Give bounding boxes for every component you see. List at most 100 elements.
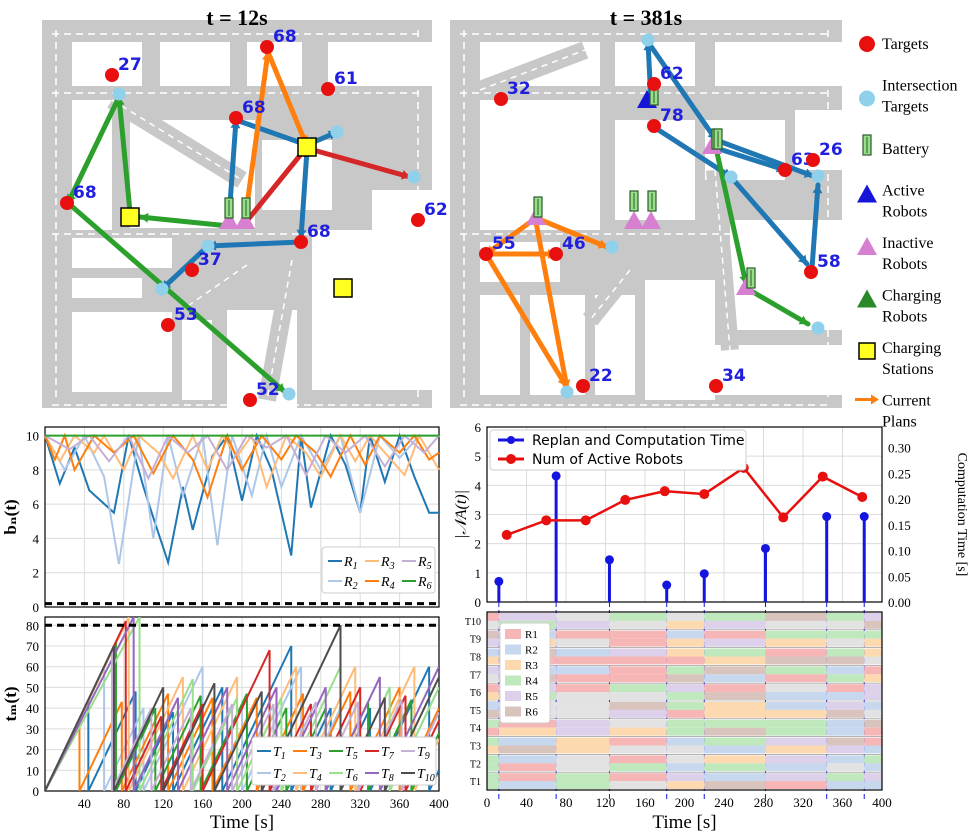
assignment-cell <box>556 666 610 675</box>
x-tick-label: 240 <box>714 795 734 810</box>
target-label: 58 <box>817 252 841 272</box>
assignment-cell <box>556 773 610 782</box>
assignment-cell <box>704 620 766 629</box>
target-label: 68 <box>242 98 266 118</box>
target-icon <box>804 265 818 279</box>
target-label: 53 <box>174 305 198 325</box>
intersection-target-icon <box>811 321 825 335</box>
assignment-cell <box>556 727 610 736</box>
assignment-cell <box>556 692 610 700</box>
target-label: 26 <box>819 140 843 160</box>
target-icon <box>647 119 661 133</box>
assignment-cell <box>826 727 865 736</box>
plan-path <box>233 117 310 148</box>
inactive-robot-icon <box>219 211 239 229</box>
chart-legend-box <box>489 429 747 471</box>
plan-arrowhead <box>797 254 807 264</box>
active-robots-marker <box>817 471 828 482</box>
plan-path <box>743 285 811 327</box>
assignment-cell <box>609 755 667 764</box>
row-label: T7 <box>470 670 481 681</box>
legend-label-line: Plans <box>882 414 917 431</box>
target-label: 61 <box>334 69 358 89</box>
legend-subscript: 4 <box>317 773 322 784</box>
assignment-cell <box>487 656 499 665</box>
legend-label-line: Active <box>882 183 925 200</box>
assignment-cell <box>556 745 610 754</box>
assignment-cell <box>487 674 499 683</box>
target-icon <box>494 92 508 106</box>
target-label: 68 <box>273 27 297 47</box>
plan-path <box>65 94 122 206</box>
legend-label-line: Targets <box>882 36 929 53</box>
city-block <box>715 42 845 86</box>
legend-item: Targets <box>859 36 929 53</box>
assignment-cell <box>498 755 557 764</box>
assignment-cell <box>556 620 610 629</box>
assignment-cell <box>487 648 499 657</box>
legend-subscript: 3 <box>389 561 395 572</box>
assignment-cell <box>609 692 667 700</box>
axes-frame <box>486 611 883 791</box>
legend-swatch <box>505 644 521 655</box>
assignment-cell <box>765 648 827 657</box>
y-right-tick-label: 0.30 <box>888 441 911 456</box>
y-right-axis-label: Computation Time [s] <box>954 453 969 577</box>
active-robots-marker <box>659 486 670 497</box>
assignment-cell <box>765 702 827 710</box>
computation-marker <box>551 471 561 481</box>
city-block <box>645 280 715 400</box>
assignment-cell <box>765 684 827 693</box>
target-label: 62 <box>660 64 684 84</box>
x-tick-label: 80 <box>560 795 573 810</box>
legend-label-line: Inactive <box>882 235 934 252</box>
assignment-cell <box>666 692 705 700</box>
assignment-cell <box>609 630 667 639</box>
assignment-cell <box>487 620 499 629</box>
plan-path <box>713 137 816 179</box>
city-block <box>312 230 437 390</box>
assignment-cell <box>704 781 766 789</box>
assignment-cell <box>704 630 766 639</box>
plan-path <box>137 214 232 229</box>
assignment-cell <box>487 781 499 789</box>
target-label: 78 <box>660 106 684 126</box>
target-icon <box>709 379 723 393</box>
assignment-cell <box>826 692 865 700</box>
assignment-cell <box>704 684 766 693</box>
assignment-cell <box>487 692 499 700</box>
target-icon <box>294 235 308 249</box>
charging-station-icon <box>333 278 353 298</box>
city-block <box>160 42 230 86</box>
assignment-cell <box>487 773 499 782</box>
assignment-cell <box>556 630 610 639</box>
y-tick-label: 70 <box>26 639 39 654</box>
y-right-tick-label: 0.20 <box>888 492 911 507</box>
intersection-target-icon <box>560 385 574 399</box>
assignment-cell <box>765 613 827 621</box>
target-label: 37 <box>198 250 222 270</box>
legend-marker <box>507 436 515 444</box>
active-robots-marker <box>541 515 552 526</box>
axes-frame <box>44 426 440 608</box>
target-icon <box>161 318 175 332</box>
y-tick-label: 6 <box>33 497 40 512</box>
computation-marker <box>699 569 709 579</box>
assignment-cell <box>765 719 827 728</box>
assignment-cell <box>864 620 882 629</box>
assignment-cell <box>487 727 499 736</box>
assignment-cell <box>556 709 610 718</box>
plan-arrowhead <box>871 394 879 405</box>
y-tick-label: 6 <box>475 420 482 435</box>
assignment-cell <box>609 702 667 710</box>
assignment-cell <box>556 763 610 772</box>
active-robots-marker <box>580 515 591 526</box>
computation-marker <box>859 512 869 522</box>
